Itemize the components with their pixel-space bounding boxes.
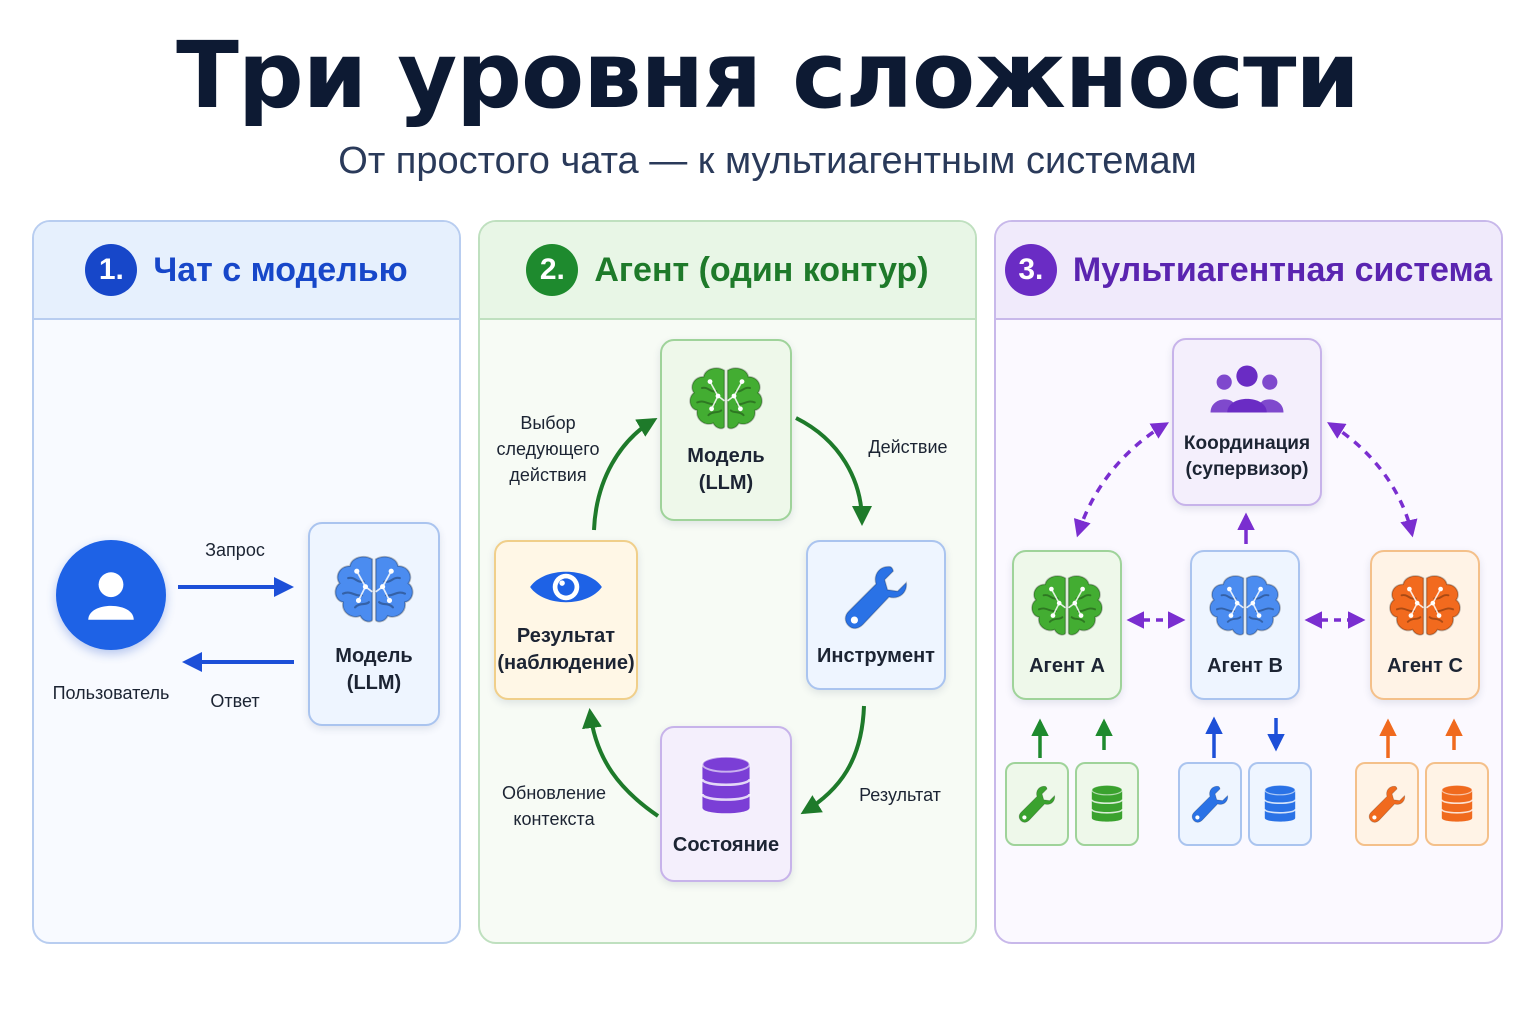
observation-node: Результат (наблюдение) xyxy=(494,540,638,700)
state-label: Состояние xyxy=(672,833,780,856)
panel-title: Агент (один контур) xyxy=(594,250,929,289)
user-avatar xyxy=(56,540,166,650)
agent-c-label: Агент C xyxy=(1387,654,1463,677)
request-label: Запрос xyxy=(205,540,265,560)
tool-node: Инструмент xyxy=(806,540,946,690)
panel-title: Мультиагентная система xyxy=(1072,250,1493,289)
agent-b-tool-tile xyxy=(1178,762,1242,846)
step-badge: 2. xyxy=(526,244,579,296)
brain-icon xyxy=(1028,571,1106,643)
wrench-icon xyxy=(1366,783,1408,825)
brain-icon xyxy=(1206,571,1284,643)
group-icon xyxy=(1209,361,1285,417)
database-icon xyxy=(1260,782,1300,826)
agent-a-label: Агент A xyxy=(1029,654,1105,677)
agent-b-label: Агент B xyxy=(1207,654,1283,677)
agent-b-node: Агент B xyxy=(1190,550,1300,700)
panel-header: 3. Мультиагентная система xyxy=(996,222,1501,320)
observation-label: Результат (наблюдение) xyxy=(497,625,635,674)
coordinator-node: Координация (супервизор) xyxy=(1172,338,1322,506)
panel-header: 2. Агент (один контур) xyxy=(480,222,975,320)
page-subtitle: От простого чата — к мультиагентным сист… xyxy=(338,140,1197,182)
panel-header: 1. Чат с моделью xyxy=(34,222,459,320)
database-icon xyxy=(695,750,757,822)
brain-icon xyxy=(686,363,766,437)
agent-a-tool-tile xyxy=(1005,762,1069,846)
user-icon xyxy=(88,572,134,620)
agent-a-node: Агент A xyxy=(1012,550,1122,700)
action-label: Действие xyxy=(868,437,948,457)
tool-label: Инструмент xyxy=(817,644,935,667)
step-badge: 1. xyxy=(85,244,138,296)
database-icon xyxy=(1087,782,1127,826)
brain-icon xyxy=(1386,571,1464,643)
agent-a-db-tile xyxy=(1075,762,1139,846)
step-badge: 3. xyxy=(1004,244,1057,296)
database-icon xyxy=(1437,782,1477,826)
agent-c-db-tile xyxy=(1425,762,1489,846)
model-label: Модель (LLM) xyxy=(335,645,413,694)
agent-c-node: Агент C xyxy=(1370,550,1480,700)
wrench-icon xyxy=(840,561,912,633)
user-label: Пользователь xyxy=(52,683,170,703)
page-title: Три уровня сложности xyxy=(176,22,1360,129)
model-node: Модель (LLM) xyxy=(308,522,440,726)
response-label: Ответ xyxy=(210,691,260,711)
brain-icon xyxy=(331,551,417,631)
coordinator-label: Координация (супервизор) xyxy=(1183,433,1311,480)
eye-icon xyxy=(527,563,605,611)
choose-action-label: Выбор следующего действия xyxy=(496,413,600,486)
wrench-icon xyxy=(1016,783,1058,825)
result-edge-label: Результат xyxy=(859,785,941,805)
update-context-label: Обновление контекста xyxy=(502,783,606,830)
state-node: Состояние xyxy=(660,726,792,882)
agent-c-tool-tile xyxy=(1355,762,1419,846)
agent-b-db-tile xyxy=(1248,762,1312,846)
wrench-icon xyxy=(1189,783,1231,825)
model-label: Модель (LLM) xyxy=(687,445,765,494)
model-node: Модель (LLM) xyxy=(660,339,792,521)
panel-title: Чат с моделью xyxy=(153,250,408,289)
